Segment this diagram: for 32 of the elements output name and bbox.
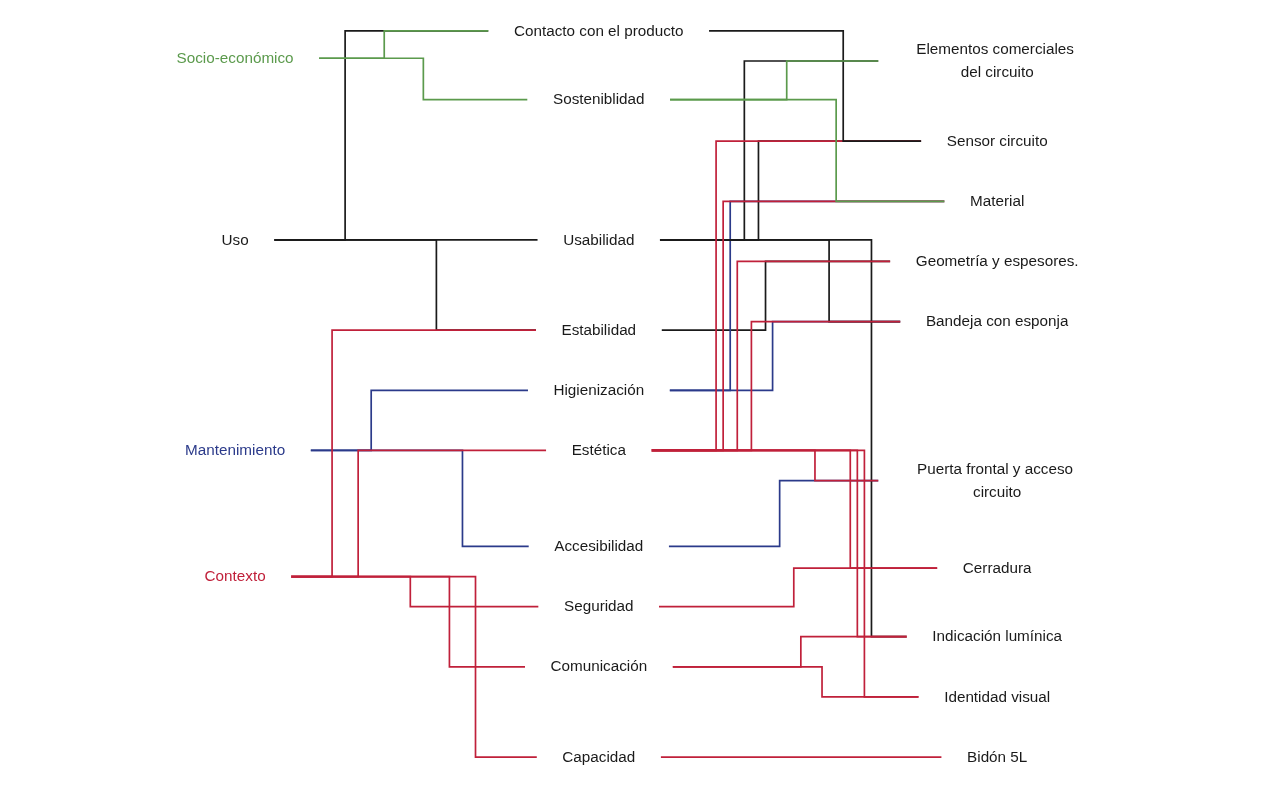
node-text: Sensor circuito [946, 132, 1048, 150]
connector [290, 575, 538, 758]
node-text: Bandeja con esponja [925, 312, 1069, 330]
node-text: Socio-económico [176, 49, 294, 67]
node-text: Puerta frontal y acceso circuito [917, 460, 1074, 501]
node-text: Identidad visual [944, 687, 1051, 705]
node-text: Contacto con el producto [513, 22, 684, 39]
connector [669, 98, 946, 203]
node-text: Comunicación [550, 657, 648, 675]
node-text: Material [970, 192, 1025, 210]
node-text: Mantenimiento [185, 441, 286, 459]
node-text: Geometría y espesores. [915, 252, 1079, 270]
connector [708, 30, 923, 142]
node-text: Seguridad [564, 597, 634, 615]
connector [650, 449, 920, 698]
node-text: Uso [221, 230, 249, 248]
node-text: Usabilidad [563, 230, 635, 248]
connector [309, 389, 529, 452]
node-text: Capacidad [562, 748, 636, 766]
node-text: Sosteniblidad [552, 90, 645, 108]
node-text: Higienización [553, 381, 645, 399]
node-text: Estética [571, 441, 626, 459]
node-text: Elementos comerciales del circuito [916, 40, 1074, 81]
connector [318, 57, 529, 101]
node-text: Bidón 5L [967, 748, 1028, 766]
connector [659, 756, 943, 758]
node-text: Accesibilidad [554, 537, 644, 555]
node-text: Cerradura [962, 559, 1032, 577]
connector [671, 665, 920, 698]
node-text: Indicación lumínica [932, 627, 1063, 645]
node-text: Estabilidad [561, 321, 637, 339]
node-text: Contexto [204, 567, 266, 585]
